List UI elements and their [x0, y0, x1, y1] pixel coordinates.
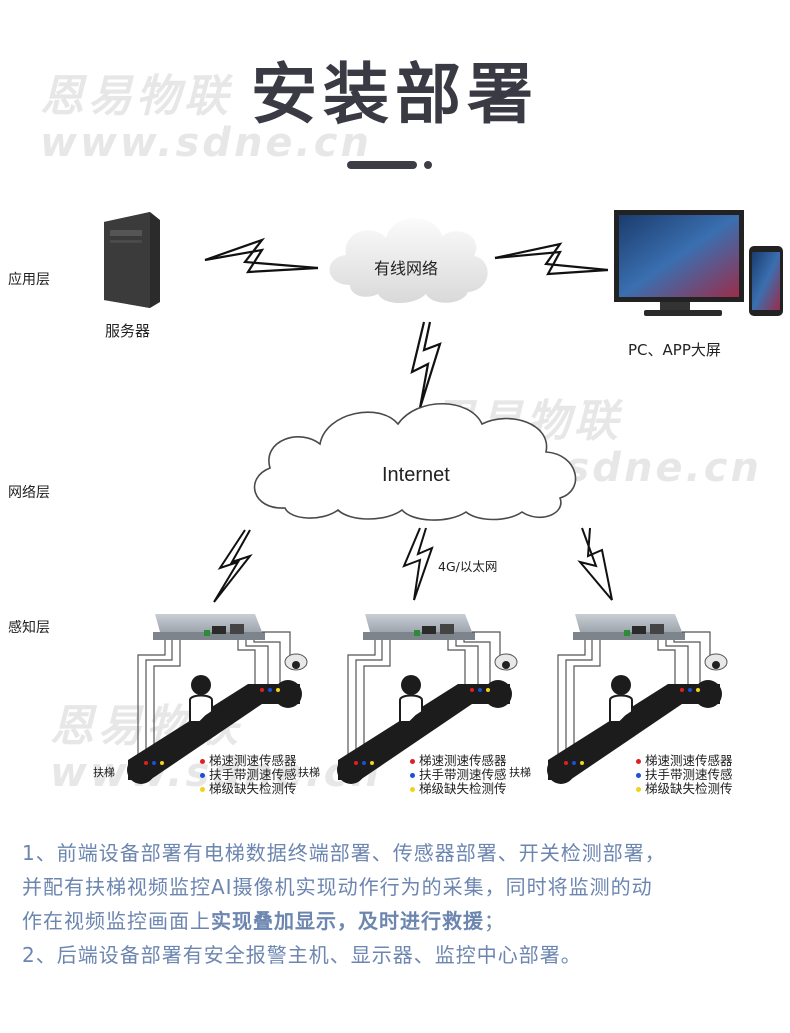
phone-icon [749, 246, 783, 316]
watermark-cn: 恩易物联 [40, 71, 232, 122]
server-label: 服务器 [105, 322, 151, 340]
lightning-icon [494, 250, 609, 276]
legend-dot-blue [200, 772, 205, 778]
lightning-icon [402, 527, 434, 601]
lightning-icon [410, 321, 442, 409]
internet-cloud [253, 403, 577, 521]
legend-dot-blue [410, 772, 415, 778]
legend-label: 梯级缺失检测传 [419, 781, 507, 796]
watermark-en: www.sdne.cn [50, 750, 382, 796]
legend-label: 扶手带测速传感 [645, 767, 733, 782]
legend-label: 梯级缺失检测传 [209, 781, 297, 796]
legend-label: 梯级缺失检测传 [645, 781, 733, 796]
escalator-label: 扶梯 [93, 766, 115, 779]
legend-dot-blue [636, 772, 641, 778]
description: 1、前端设备部署有电梯数据终端部署、传感器部署、开关检测部署， 并配有扶梯视频监… [22, 836, 772, 972]
legend-item: 梯级缺失检测传 [636, 782, 733, 796]
description-line: 1、前端设备部署有电梯数据终端部署、传感器部署、开关检测部署， [22, 841, 666, 865]
legend-label: 梯速测速传感器 [209, 753, 297, 768]
legend-dot-yellow [410, 786, 415, 792]
escalator-label: 扶梯 [298, 766, 320, 779]
pc-app-label: PC、APP大屏 [628, 341, 721, 359]
legend-item: 扶手带测速传感 [636, 768, 733, 782]
description-line: 作在视频监控画面上实现叠加显示，及时进行救援； [22, 904, 772, 938]
watermark: 恩易物联 www.sdne.cn [40, 60, 372, 166]
description-line: 并配有扶梯视频监控AI摄像机实现动作行为的采集，同时将监测的动 [22, 875, 653, 899]
description-line: 2、后端设备部署有安全报警主机、显示器、监控中心部署。 [22, 943, 582, 967]
sensor-legend: 梯速测速传感器 扶手带测速传感 梯级缺失检测传 [636, 754, 733, 796]
legend-item: 扶手带测速传感 [200, 768, 297, 782]
monitor-icon [614, 210, 744, 316]
legend-label: 扶手带测速传感 [419, 767, 507, 782]
description-emphasis: 实现叠加显示，及时进行救援 [211, 909, 484, 933]
description-text: 作在视频监控画面上 [22, 909, 211, 933]
legend-dot-yellow [636, 786, 641, 792]
camera-icon [284, 653, 308, 671]
deployment-diagram [104, 210, 783, 785]
lightning-icon [213, 529, 253, 603]
legend-dot-red [636, 758, 641, 764]
legend-item: 梯级缺失检测传 [410, 782, 507, 796]
server-icon [104, 212, 160, 308]
link-4g-label: 4G/以太网 [438, 559, 498, 574]
title-dot [424, 161, 432, 169]
lightning-icon [204, 248, 319, 274]
sensor-legend: 梯速测速传感器 扶手带测速传感 梯级缺失检测传 [410, 754, 507, 796]
legend-item: 梯速测速传感器 [410, 754, 507, 768]
legend-label: 梯速测速传感器 [645, 753, 733, 768]
description-text: ； [484, 909, 505, 933]
escalator-label: 扶梯 [509, 766, 531, 779]
person-icon [189, 675, 213, 723]
escalator-unit [127, 614, 308, 784]
legend-dot-yellow [200, 786, 205, 792]
legend-dot-red [410, 758, 415, 764]
lightning-icon [494, 242, 609, 272]
lightning-icon [577, 527, 613, 601]
legend-item: 梯速测速传感器 [200, 754, 297, 768]
legend-dot-red [200, 758, 205, 764]
legend-item: 梯级缺失检测传 [200, 782, 297, 796]
internet-label: Internet [382, 464, 450, 486]
legend-label: 扶手带测速传感 [209, 767, 297, 782]
sensor-legend: 梯速测速传感器 扶手带测速传感 梯级缺失检测传 [200, 754, 297, 796]
lightning-icon [204, 237, 319, 270]
layer-label-app: 应用层 [8, 272, 50, 288]
wired-network-label: 有线网络 [374, 259, 439, 278]
legend-label: 梯速测速传感器 [419, 753, 507, 768]
layer-label-network: 网络层 [8, 485, 50, 501]
wired-network-cloud [329, 218, 488, 303]
legend-item: 梯速测速传感器 [636, 754, 733, 768]
page-title: 安装部署 [251, 56, 539, 133]
title-underline [347, 161, 417, 169]
layer-label-sense: 感知层 [8, 620, 50, 636]
legend-item: 扶手带测速传感 [410, 768, 507, 782]
watermark-en: www.sdne.cn [40, 120, 372, 166]
